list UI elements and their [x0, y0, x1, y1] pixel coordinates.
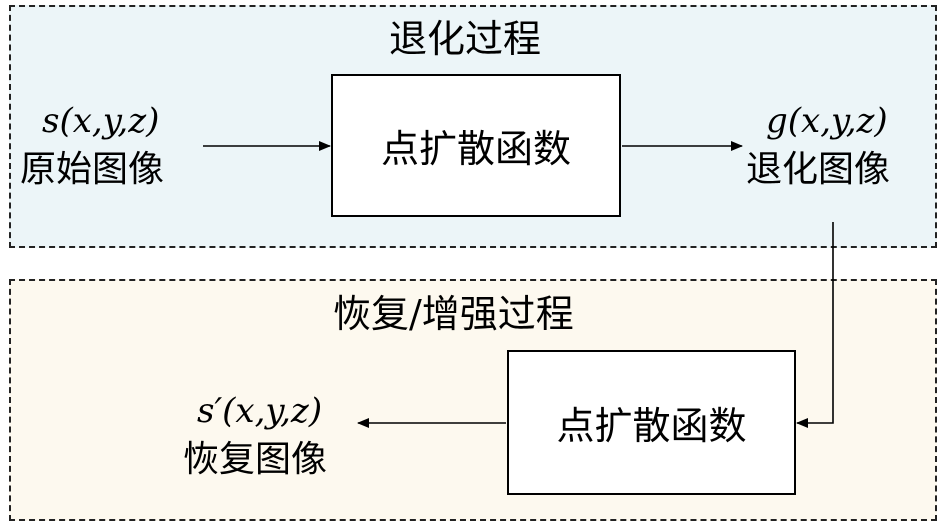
psf-box-bottom-label: 点扩散函数	[556, 404, 747, 448]
psf-box-top-label: 点扩散函数	[380, 127, 571, 171]
psf-box-bottom: 点扩散函数	[507, 350, 796, 495]
degraded-to-restore-arrow	[796, 222, 834, 428]
restored-label: 恢复图像	[183, 439, 328, 480]
output-label: 退化图像	[746, 149, 891, 190]
degradation-title: 退化过程	[389, 17, 542, 61]
input-label: 原始图像	[20, 149, 165, 190]
restored-math-label: s′(x,y,z)	[197, 391, 323, 431]
output-math-label: g(x,y,z)	[766, 101, 888, 141]
restoration-title: 恢复/增强过程	[333, 292, 574, 336]
psf-box-top: 点扩散函数	[331, 74, 621, 217]
input-math-label: s(x,y,z)	[42, 101, 160, 141]
